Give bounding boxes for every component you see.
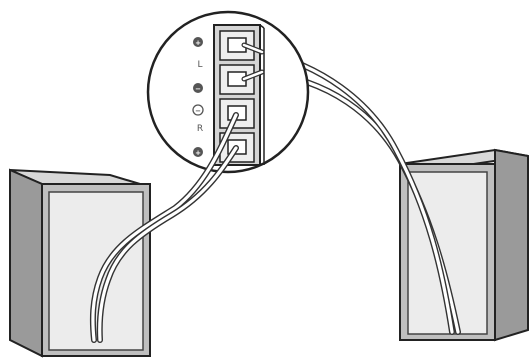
right-positive-marker: + xyxy=(193,147,203,157)
svg-text:−: − xyxy=(195,107,201,115)
left-negative-marker: − xyxy=(193,83,203,93)
svg-text:+: + xyxy=(195,39,201,47)
left-channel-label: L xyxy=(197,60,202,70)
left-speaker xyxy=(9,168,151,358)
svg-text:+: + xyxy=(195,149,201,157)
right-speaker xyxy=(399,148,529,342)
right-negative-marker: − xyxy=(192,104,204,116)
right-speaker-cable xyxy=(259,49,461,335)
terminal-left-positive xyxy=(219,30,255,61)
right-channel-label: R xyxy=(197,124,203,134)
right-speaker-side xyxy=(494,148,529,342)
left-speaker-cable xyxy=(89,112,239,343)
svg-text:−: − xyxy=(195,85,201,93)
left-positive-marker: + xyxy=(193,37,203,47)
terminal-magnifier: L R + − − + xyxy=(146,10,310,174)
left-speaker-side xyxy=(9,168,43,358)
